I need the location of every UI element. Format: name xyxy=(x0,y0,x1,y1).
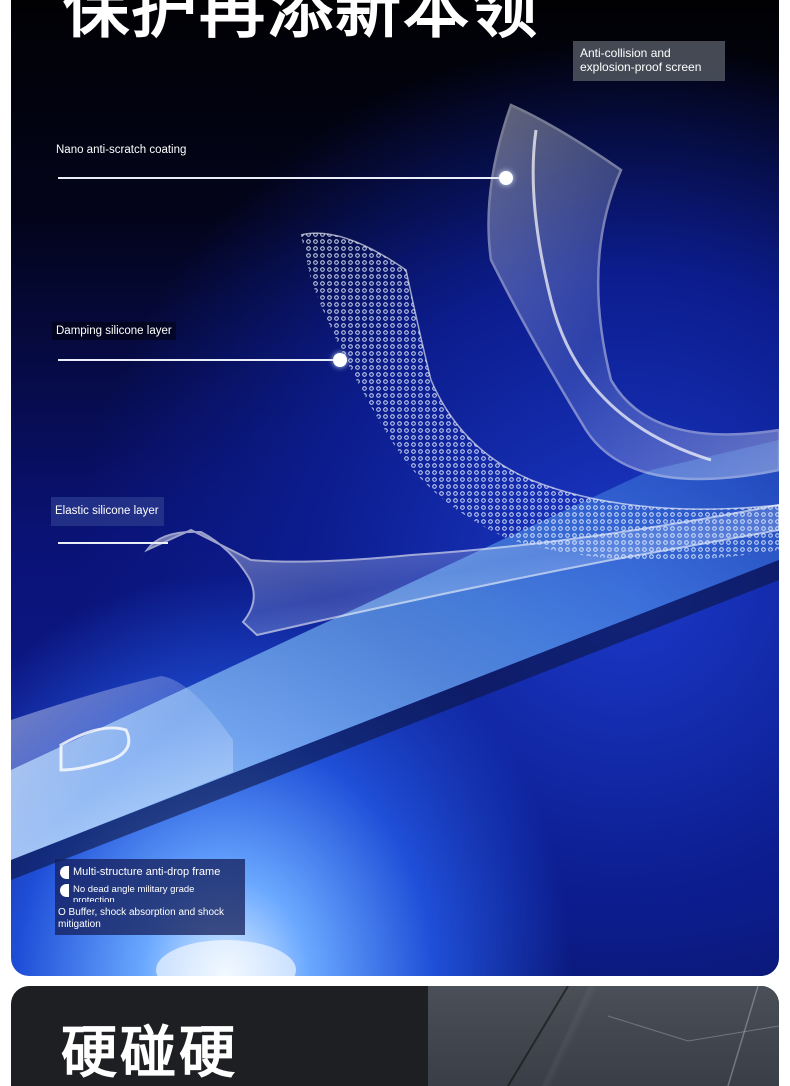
callout-damping-layer: Damping silicone layer xyxy=(52,322,176,340)
feature-item-protection: No dead angle military grade protection xyxy=(55,884,215,902)
callout-elastic-leader xyxy=(58,542,168,544)
hero-headline: 保护再添新本领 xyxy=(63,0,539,47)
half-circle-icon xyxy=(60,866,69,879)
half-circle-icon xyxy=(60,884,69,897)
crack-lines xyxy=(507,986,779,1086)
hero-panel: 保护再添新本领 xyxy=(11,0,779,976)
callout-nano-dot xyxy=(499,171,513,185)
feature-text-protection: No dead angle military grade protection xyxy=(73,884,195,902)
feature-list: Multi-structure anti-drop frame No dead … xyxy=(55,859,245,935)
callout-damping-dot xyxy=(333,353,347,367)
callout-nano-leader xyxy=(58,177,508,179)
impact-photo xyxy=(428,986,779,1086)
feature-text-frame: Multi-structure anti-drop frame xyxy=(73,866,221,878)
callout-nano-coating: Nano anti-scratch coating xyxy=(56,144,187,156)
feature-text-buffer: O Buffer, shock absorption and shock mit… xyxy=(58,907,225,930)
impact-badge: Anti-collision and explosion-proof scree… xyxy=(573,41,725,81)
impact-panel: 硬碰硬 xyxy=(11,986,779,1086)
case-layers-illustration xyxy=(11,103,779,976)
callout-damping-leader xyxy=(58,359,336,361)
feature-item-frame: Multi-structure anti-drop frame xyxy=(55,866,220,879)
callout-elastic-layer: Elastic silicone layer xyxy=(51,497,164,526)
impact-headline: 硬碰硬 xyxy=(61,1021,238,1086)
